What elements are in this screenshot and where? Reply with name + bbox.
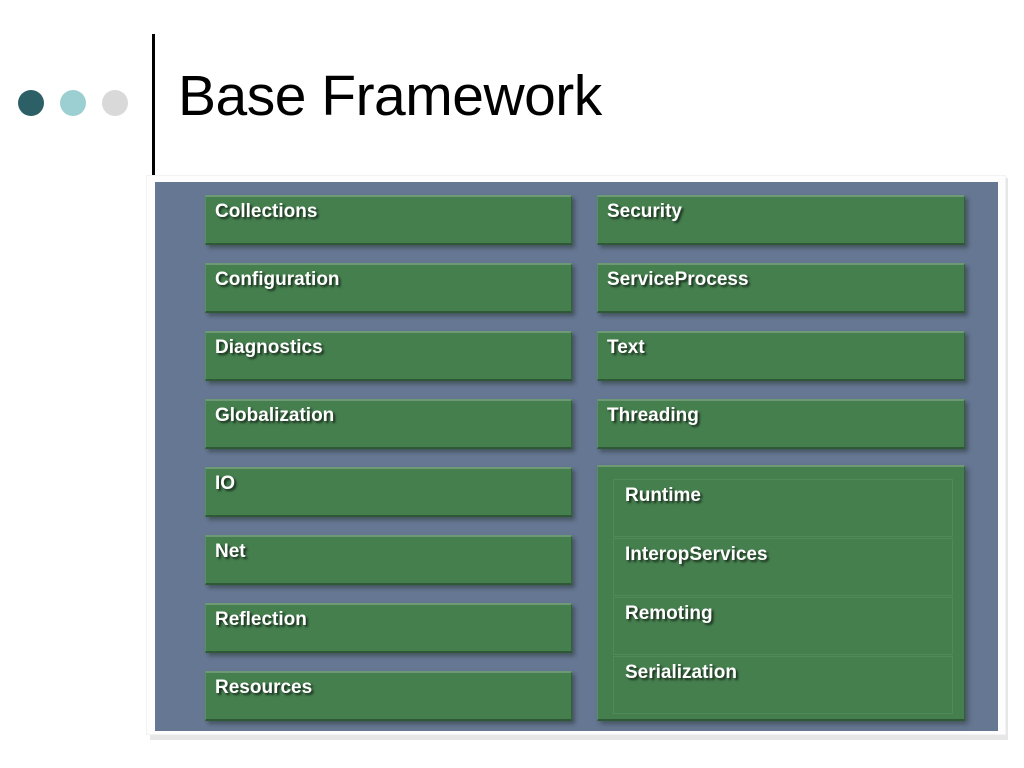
namespace-box-serialization[interactable]: Serialization bbox=[613, 656, 953, 714]
namespace-label: Security bbox=[607, 201, 682, 222]
namespace-box-text[interactable]: Text bbox=[597, 331, 965, 381]
namespace-label: InteropServices bbox=[625, 544, 768, 565]
namespace-label: Remoting bbox=[625, 603, 713, 624]
namespace-group-runtime[interactable]: Runtime InteropServices Remoting Seriali… bbox=[597, 465, 965, 721]
namespace-box-interopservices[interactable]: InteropServices bbox=[613, 538, 953, 596]
namespace-box-globalization[interactable]: Globalization bbox=[205, 399, 572, 449]
namespace-box-collections[interactable]: Collections bbox=[205, 195, 572, 245]
page-title: Base Framework bbox=[178, 64, 602, 128]
namespace-box-net[interactable]: Net bbox=[205, 535, 572, 585]
namespace-label: Globalization bbox=[215, 405, 335, 426]
namespace-label: Resources bbox=[215, 677, 313, 698]
namespace-box-reflection[interactable]: Reflection bbox=[205, 603, 572, 653]
namespace-label: Serialization bbox=[625, 662, 737, 683]
namespace-label: Text bbox=[607, 337, 645, 358]
namespace-label: Runtime bbox=[625, 485, 701, 506]
namespace-label: ServiceProcess bbox=[607, 269, 749, 290]
namespace-label: Reflection bbox=[215, 609, 307, 630]
namespace-box-remoting[interactable]: Remoting bbox=[613, 597, 953, 655]
namespace-box-io[interactable]: IO bbox=[205, 467, 572, 517]
namespace-label: Threading bbox=[607, 405, 699, 426]
title-divider-rule bbox=[152, 34, 155, 179]
header-dot-group bbox=[18, 90, 138, 122]
dot-light-teal-icon bbox=[60, 90, 86, 116]
namespace-label: IO bbox=[215, 473, 236, 494]
namespace-label: Collections bbox=[215, 201, 318, 222]
namespace-box-diagnostics[interactable]: Diagnostics bbox=[205, 331, 572, 381]
namespace-box-runtime[interactable]: Runtime bbox=[613, 479, 953, 537]
namespace-label: Configuration bbox=[215, 269, 340, 290]
namespace-box-security[interactable]: Security bbox=[597, 195, 965, 245]
namespace-diagram-panel: Collections Configuration Diagnostics Gl… bbox=[155, 182, 998, 731]
namespace-box-resources[interactable]: Resources bbox=[205, 671, 572, 721]
namespace-box-serviceprocess[interactable]: ServiceProcess bbox=[597, 263, 965, 313]
dot-dark-teal-icon bbox=[18, 90, 44, 116]
namespace-box-configuration[interactable]: Configuration bbox=[205, 263, 572, 313]
namespace-label: Diagnostics bbox=[215, 337, 323, 358]
dot-gray-icon bbox=[102, 90, 128, 116]
namespace-box-threading[interactable]: Threading bbox=[597, 399, 965, 449]
namespace-label: Net bbox=[215, 541, 246, 562]
